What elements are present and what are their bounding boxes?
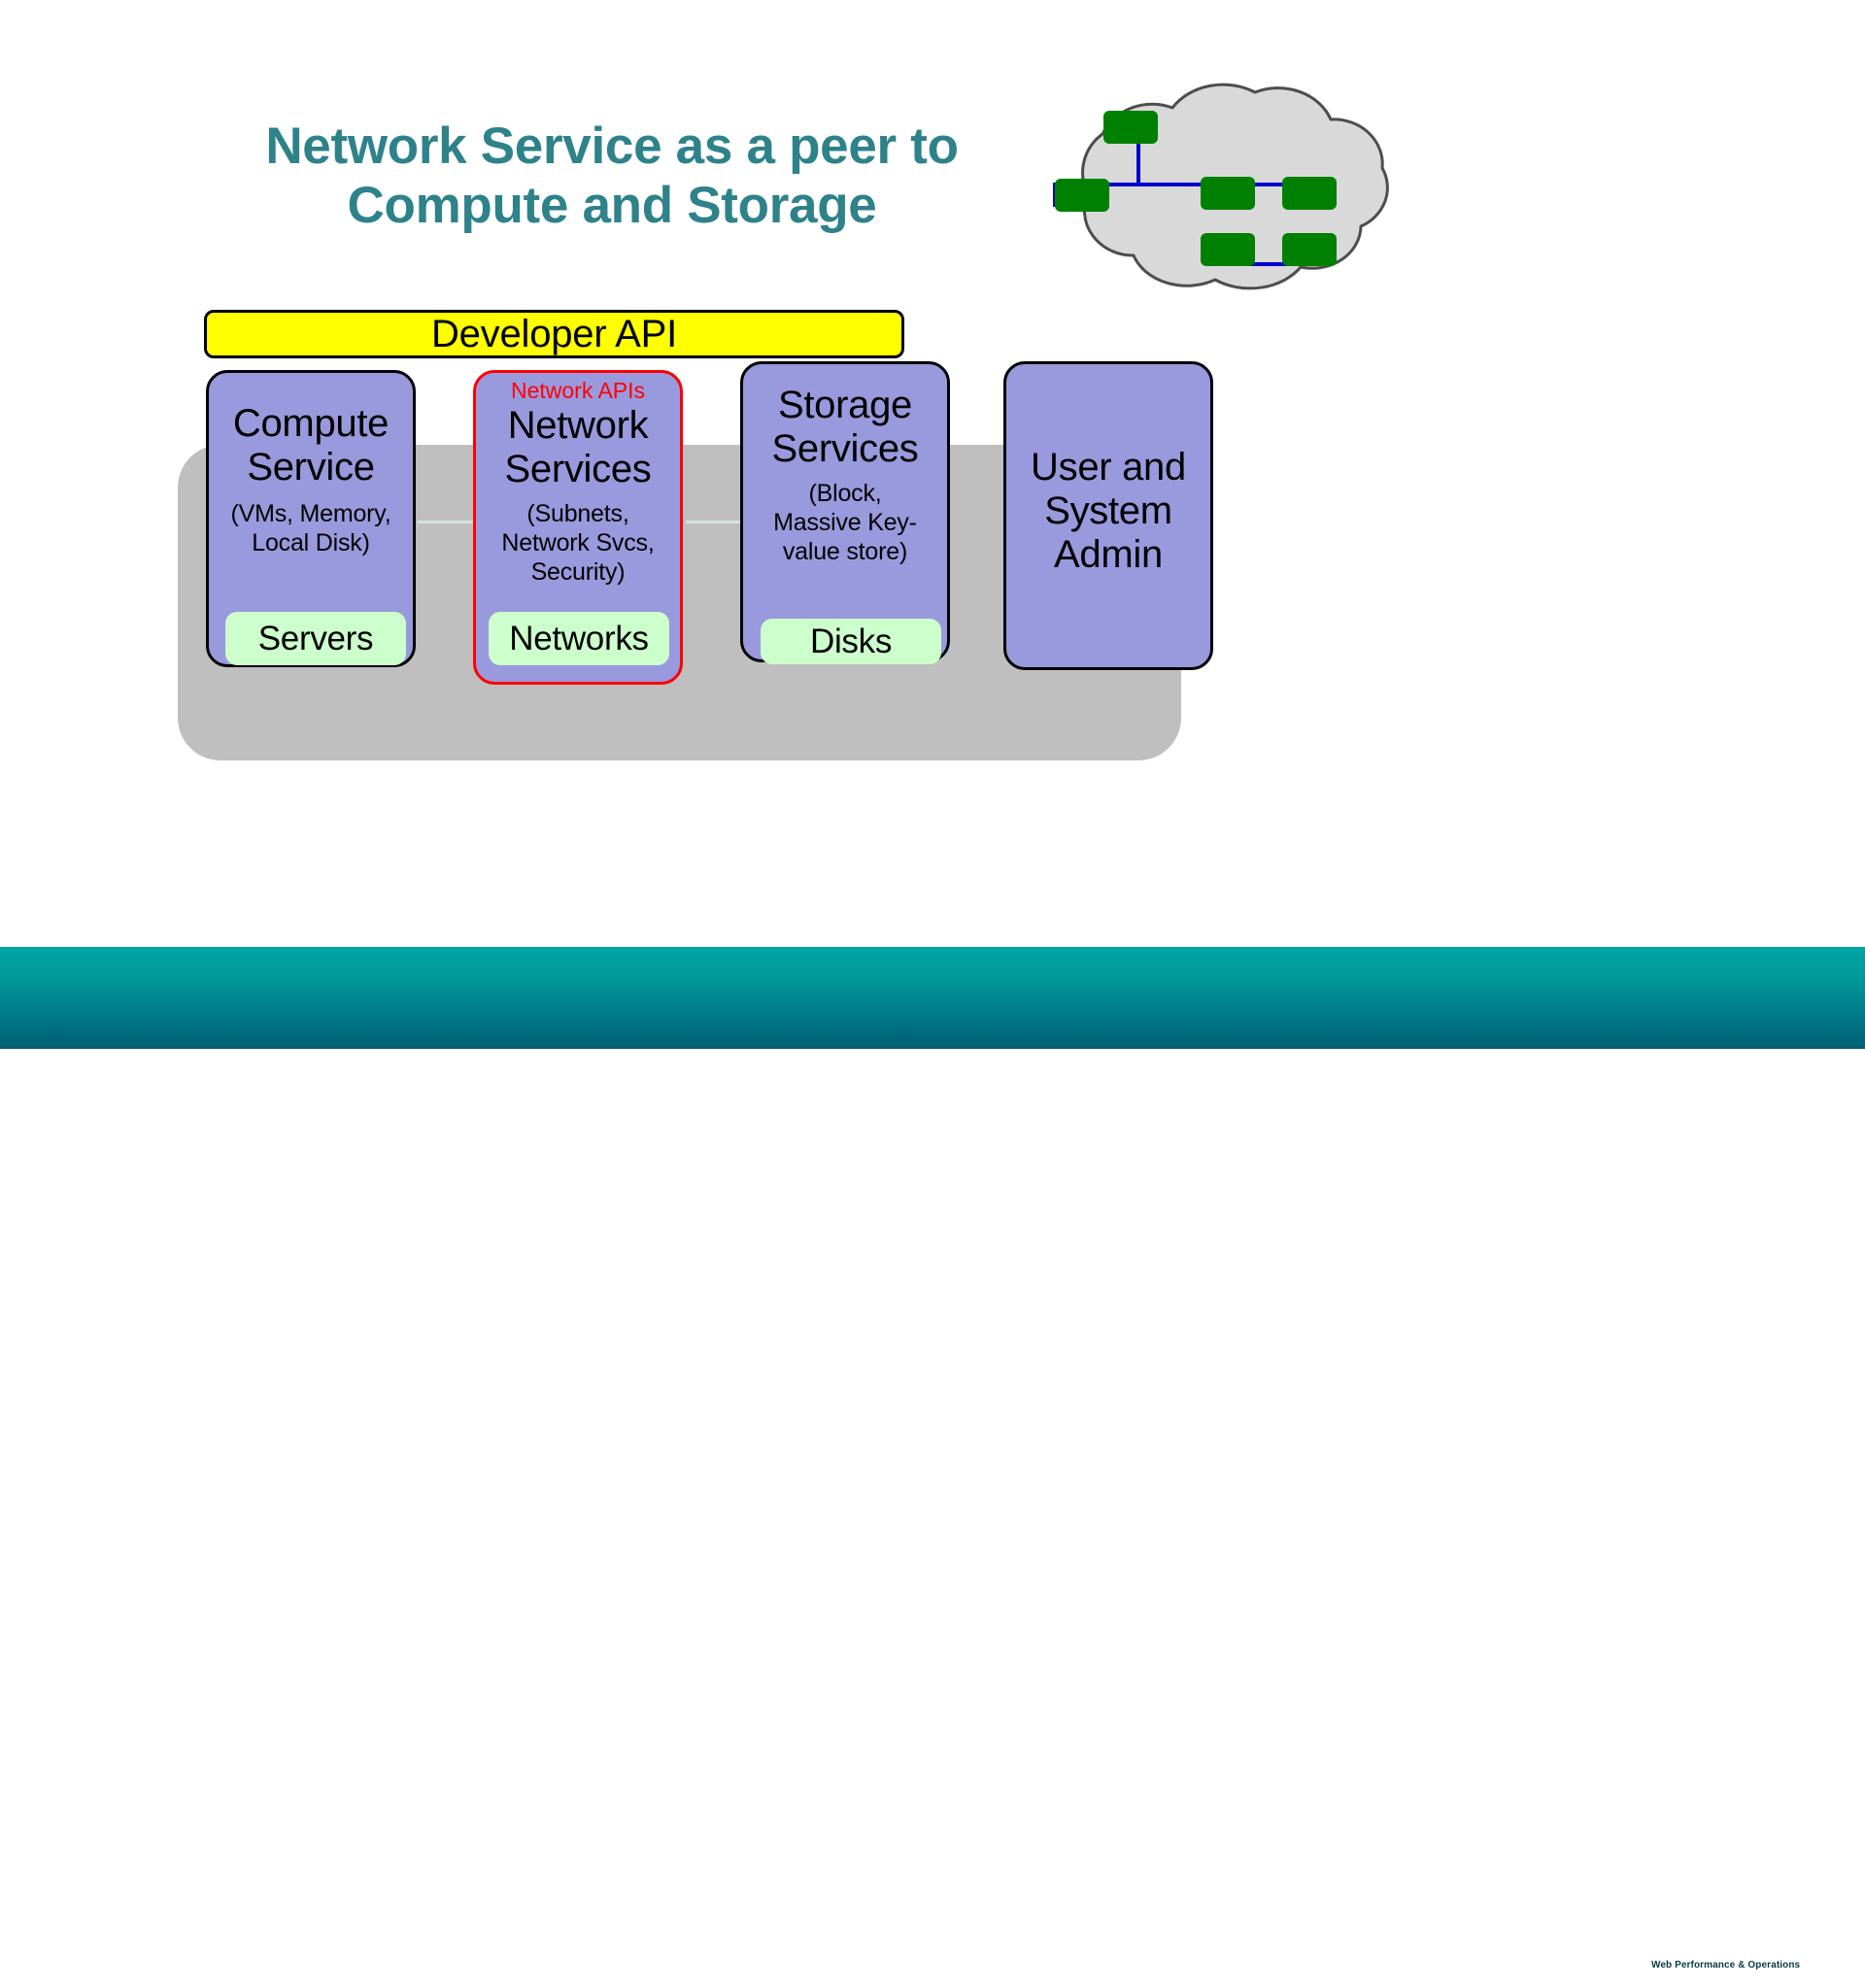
chip-servers-label: Servers [257, 619, 374, 657]
network-apis-tag: Network APIs [510, 378, 646, 403]
compute-service-subtitle: (VMs, Memory, Local Disk) [231, 499, 391, 557]
storage-sub-line-2: Massive Key- [773, 508, 917, 536]
network-services-subtitle: (Subnets, Network Svcs, Security) [501, 499, 654, 587]
page-title: Network Service as a peer to Compute and… [175, 117, 1049, 236]
network-sub-line-3: Security) [530, 557, 626, 586]
admin-title-line-1: User and [1031, 446, 1186, 489]
cloud-node-left [1055, 179, 1109, 212]
cloud-node-top [1103, 111, 1158, 144]
user-system-admin-title: User and System Admin [1031, 446, 1186, 576]
cloud-node-mid-right [1201, 177, 1255, 210]
connector-hairline-left [418, 521, 478, 523]
network-title-line-1: Network [507, 404, 649, 447]
chip-networks[interactable]: Networks [489, 612, 669, 665]
admin-title-line-3: Admin [1054, 532, 1163, 576]
storage-sub-line-1: (Block, [808, 479, 882, 507]
network-services-title: Network Services [505, 404, 652, 491]
cloud-nodes [1055, 111, 1337, 266]
chip-disks-label: Disks [809, 622, 893, 660]
title-line-1: Network Service as a peer to [265, 118, 959, 175]
compute-title-line-1: Compute [232, 402, 390, 445]
chip-servers[interactable]: Servers [225, 612, 406, 665]
cloud-icon [1053, 83, 1389, 290]
pillar-storage-services[interactable]: Storage Services (Block, Massive Key- va… [740, 361, 950, 662]
slide-canvas: Network Service as a peer to Compute and… [0, 49, 1865, 1987]
admin-title-line-2: System [1044, 489, 1172, 532]
storage-sub-line-3: value store) [782, 537, 908, 565]
velocity-event-label: CONFERENCE [1705, 1971, 1828, 1988]
velocity-wordmark: Velocity [1638, 1919, 1765, 1968]
pillar-user-system-admin[interactable]: User and System Admin [1003, 361, 1213, 670]
velocity-tagline: Web Performance & Operations [1651, 1959, 1801, 1971]
network-sub-line-2: Network Svcs, [501, 528, 655, 556]
developer-api-label: Developer API [430, 312, 678, 355]
compute-title-line-2: Service [247, 445, 375, 489]
storage-title-line-1: Storage [777, 384, 912, 426]
cloud-node-bottom-right [1282, 233, 1337, 266]
footer-band: O'REILLY® Velocity Web Performance & Ope… [0, 947, 1865, 1987]
velocity-conference-logo: O'REILLY® Velocity Web Performance & Ope… [1638, 1912, 1828, 1988]
chip-disks[interactable]: Disks [761, 619, 941, 664]
compute-service-title: Compute Service [232, 402, 390, 489]
compute-sub-line-1: (VMs, Memory, [230, 499, 391, 527]
network-title-line-2: Services [504, 447, 652, 490]
chip-networks-label: Networks [509, 619, 649, 657]
compute-sub-line-2: Local Disk) [252, 528, 370, 556]
network-sub-line-1: (Subnets, [526, 499, 629, 527]
cloud-node-bottom-left [1201, 233, 1255, 266]
storage-services-subtitle: (Block, Massive Key- value store) [773, 479, 917, 566]
developer-api-bar[interactable]: Developer API [204, 310, 904, 358]
connector-hairline-right [686, 521, 746, 523]
storage-title-line-2: Services [771, 426, 919, 470]
storage-services-title: Storage Services [772, 384, 919, 471]
title-line-2: Compute and Storage [347, 177, 877, 235]
cloud-node-far-right [1282, 177, 1337, 210]
network-cloud-graphic [979, 49, 1436, 330]
oreilly-wordmark: O'REILLY® [1653, 1911, 1710, 1922]
